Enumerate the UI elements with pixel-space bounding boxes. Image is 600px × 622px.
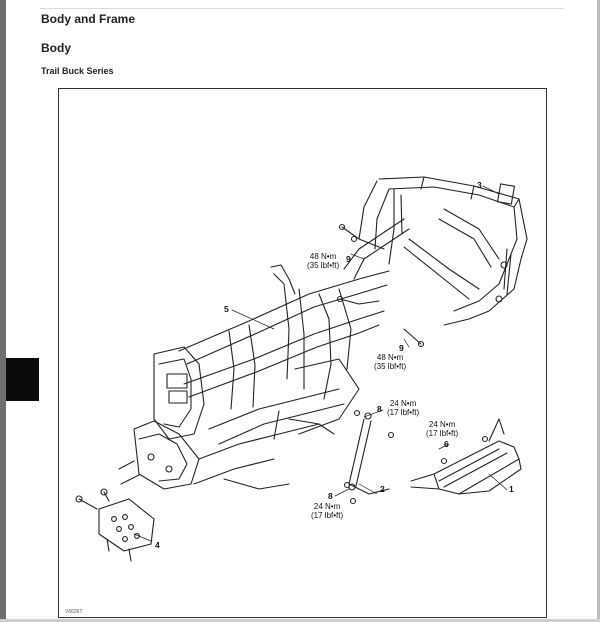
torque-6: 24 N•m (17 lbf•ft) — [426, 420, 458, 438]
torque-value-lbf: (17 lbf•ft) — [387, 408, 420, 417]
front-frame-section — [118, 346, 320, 490]
callout-8-upper: 8 — [377, 404, 382, 414]
torque-value-nm: 48 N•m — [376, 353, 404, 362]
torque-value-nm: 24 N•m — [428, 420, 456, 429]
callout-6: 6 — [444, 439, 449, 449]
subsection-title: Body — [41, 41, 71, 55]
callout-3: 3 — [477, 180, 482, 190]
callout-5: 5 — [224, 304, 229, 314]
torque-9-upper: 48 N•m (35 lbf•ft) — [307, 252, 339, 270]
torque-value-lbf: (17 lbf•ft) — [311, 511, 344, 520]
callout-leaders — [133, 185, 508, 542]
torque-9-lower: 48 N•m (35 lbf•ft) — [374, 353, 406, 371]
frame-drawing — [75, 176, 528, 562]
torque-value-lbf: (17 lbf•ft) — [426, 429, 459, 438]
section-title: Body and Frame — [41, 12, 136, 26]
torque-value-nm: 24 N•m — [313, 502, 341, 511]
foot-rest-part — [410, 418, 522, 495]
callout-2: 2 — [380, 484, 385, 494]
bolt-hardware — [336, 223, 425, 505]
header-rule — [40, 8, 564, 9]
brace-rod-part — [348, 412, 390, 495]
torque-value-lbf: (35 lbf•ft) — [307, 261, 340, 270]
torque-8-lower: 24 N•m (17 lbf•ft) — [311, 502, 343, 520]
torque-8-upper: 24 N•m (17 lbf•ft) — [387, 399, 419, 417]
callout-1: 1 — [509, 484, 514, 494]
callout-9-upper: 9 — [346, 254, 351, 264]
torque-value-nm: 48 N•m — [309, 252, 337, 261]
torque-value-lbf: (35 lbf•ft) — [374, 362, 407, 371]
callout-4: 4 — [155, 540, 160, 550]
page-bottom-edge — [0, 619, 600, 622]
skid-plate-part — [75, 488, 155, 562]
frame-exploded-diagram: 3 5 2 1 4 6 8 8 9 9 48 N•m (35 lbf•ft) 4… — [58, 88, 547, 618]
callout-8-lower: 8 — [328, 491, 333, 501]
callout-9-lower: 9 — [399, 343, 404, 353]
rear-frame-section — [343, 176, 528, 326]
page-edge-bar — [0, 0, 6, 622]
series-title: Trail Buck Series — [41, 66, 114, 76]
page-right-edge — [597, 0, 600, 622]
figure-id: V6626T — [65, 609, 83, 615]
section-tab-marker — [6, 358, 39, 401]
torque-value-nm: 24 N•m — [389, 399, 417, 408]
center-frame-section — [178, 264, 390, 445]
